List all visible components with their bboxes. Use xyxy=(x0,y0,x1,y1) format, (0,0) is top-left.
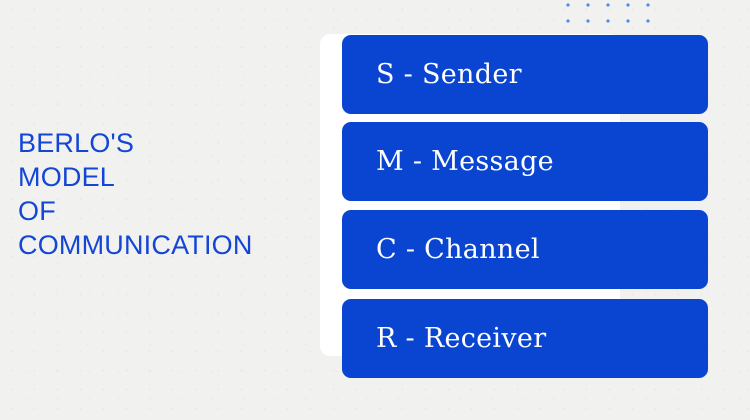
title-line: MODEL xyxy=(18,162,116,192)
dot-grid-icon xyxy=(566,2,656,24)
item-message: M - Message xyxy=(342,122,708,201)
item-label: C - Channel xyxy=(376,234,540,265)
item-label: R - Receiver xyxy=(376,323,547,354)
title-line: OF xyxy=(18,196,56,226)
diagram-title: BERLO'S MODEL OF COMMUNICATION xyxy=(18,126,253,262)
item-receiver: R - Receiver xyxy=(342,299,708,378)
item-label: M - Message xyxy=(376,146,554,177)
title-line: BERLO'S xyxy=(18,128,135,158)
title-line: COMMUNICATION xyxy=(18,230,253,260)
item-channel: C - Channel xyxy=(342,210,708,289)
item-sender: S - Sender xyxy=(342,35,708,114)
item-label: S - Sender xyxy=(376,59,522,90)
